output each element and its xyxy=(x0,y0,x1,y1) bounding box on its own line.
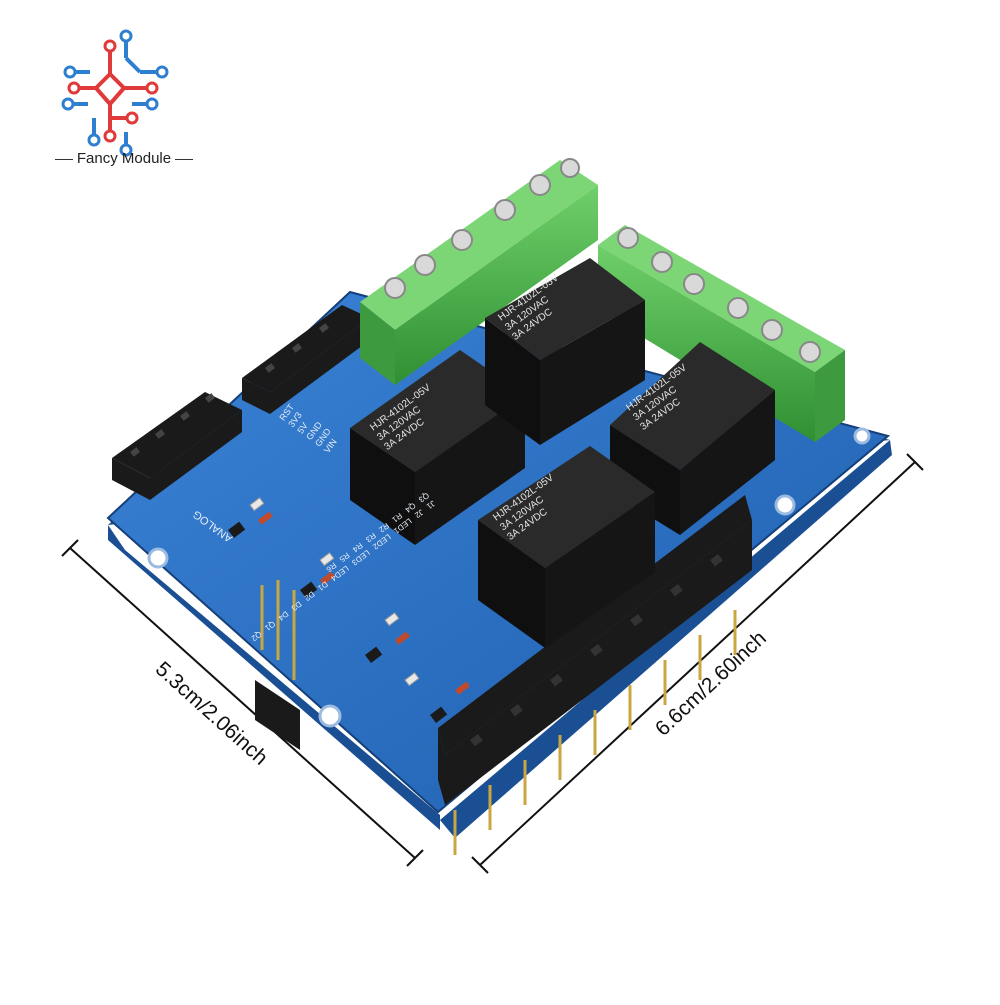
divider xyxy=(175,158,194,160)
relay-2 xyxy=(485,258,645,445)
circuit-nodes-icon xyxy=(61,29,169,157)
dimension-lines xyxy=(61,453,924,874)
relay-shield-board xyxy=(106,158,892,855)
relay-3 xyxy=(610,342,775,535)
relay-1 xyxy=(350,350,525,545)
brand-name: Fancy Module xyxy=(38,150,210,167)
divider xyxy=(54,158,73,160)
terminal-block-back xyxy=(360,158,598,385)
relay-4 xyxy=(478,446,655,648)
